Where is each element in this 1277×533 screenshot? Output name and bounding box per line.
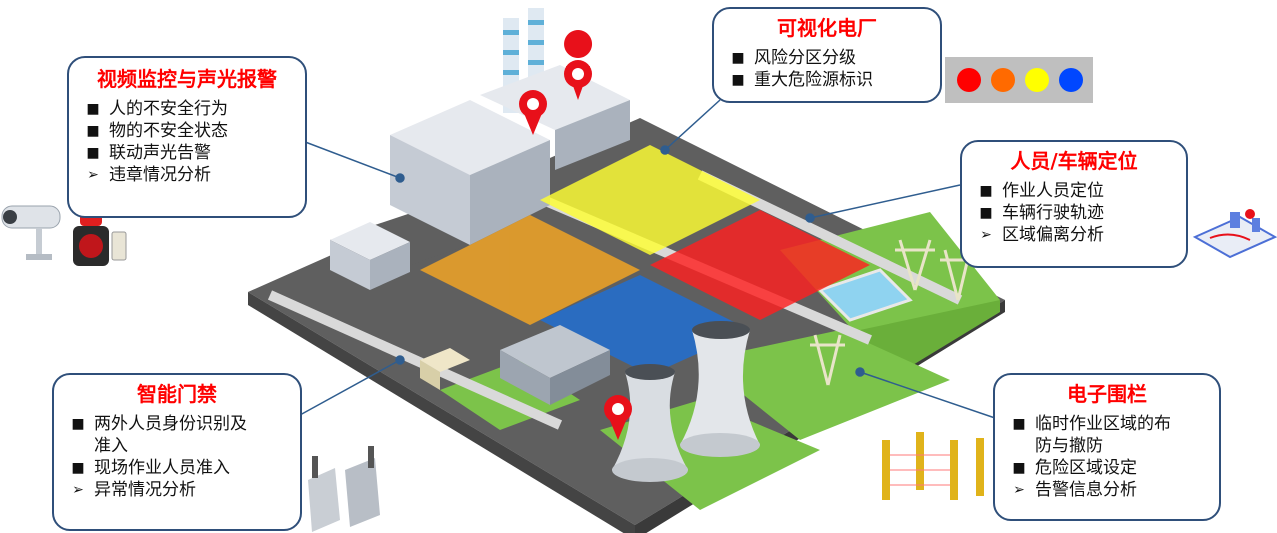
callout-title: 人员/车辆定位 — [1010, 149, 1138, 173]
callout-title: 电子围栏 — [1067, 382, 1147, 406]
map-pin-icon — [564, 30, 593, 101]
callout-access-control: 智能门禁 ■两外人员身份识别及 准入 ■现场作业人员准入 ➢异常情况分析 — [52, 373, 302, 531]
list-item: ■联动声光告警 — [86, 143, 211, 163]
infrared-fence-icon — [882, 432, 984, 500]
callout-title: 智能门禁 — [137, 382, 217, 406]
list-item: ■危险区域设定 — [1012, 458, 1137, 478]
list-item: 准入 — [94, 436, 128, 456]
zone-red — [650, 210, 870, 320]
list-item: ➢区域偏离分析 — [980, 225, 1104, 245]
cooling-towers — [612, 321, 760, 482]
legend-dot-orange — [991, 68, 1015, 92]
list-item: ■重大危险源标识 — [731, 70, 873, 90]
callout-title: 可视化电厂 — [777, 16, 877, 40]
list-item: ■现场作业人员准入 — [71, 458, 230, 478]
list-item: ➢告警信息分析 — [1013, 480, 1137, 500]
legend-dot-yellow — [1025, 68, 1049, 92]
transformers — [500, 325, 610, 405]
list-item: 防与撤防 — [1035, 436, 1103, 456]
turnstile-gate-icon — [308, 446, 380, 532]
list-item: ■作业人员定位 — [979, 181, 1104, 201]
callout-visual-plant: 可视化电厂 ■风险分区分级 ■重大危险源标识 — [712, 7, 942, 103]
list-item: ■车辆行驶轨迹 — [979, 203, 1104, 223]
list-item: ■两外人员身份识别及 — [71, 414, 247, 434]
list-item: ■人的不安全行为 — [86, 99, 228, 119]
security-camera-icon — [1, 205, 61, 260]
risk-color-legend — [945, 57, 1093, 103]
map-pin-icon — [604, 395, 632, 440]
callout-video-surveillance: 视频监控与声光报警 ■人的不安全行为 ■物的不安全状态 ■联动声光告警 ➢违章情… — [67, 56, 307, 218]
list-item: ■风险分区分级 — [731, 48, 856, 68]
callout-title: 视频监控与声光报警 — [97, 67, 277, 91]
positioning-map-icon — [1192, 209, 1277, 259]
buildings — [330, 65, 630, 390]
list-item: ➢异常情况分析 — [72, 480, 196, 500]
pool — [817, 268, 913, 322]
legend-dot-red — [957, 68, 981, 92]
legend-dot-blue — [1059, 68, 1083, 92]
callout-electronic-fence: 电子围栏 ■临时作业区域的布 防与撤防 ■危险区域设定 ➢告警信息分析 — [993, 373, 1221, 521]
list-item: ➢违章情况分析 — [87, 165, 211, 185]
list-item: ■临时作业区域的布 — [1012, 414, 1171, 434]
callout-positioning: 人员/车辆定位 ■作业人员定位 ■车辆行驶轨迹 ➢区域偏离分析 — [960, 140, 1188, 268]
map-pin-icon — [519, 90, 547, 135]
zone-orange — [420, 215, 640, 325]
zone-yellow — [540, 145, 760, 255]
list-item: ■物的不安全状态 — [86, 121, 228, 141]
connector-lines — [299, 99, 996, 419]
